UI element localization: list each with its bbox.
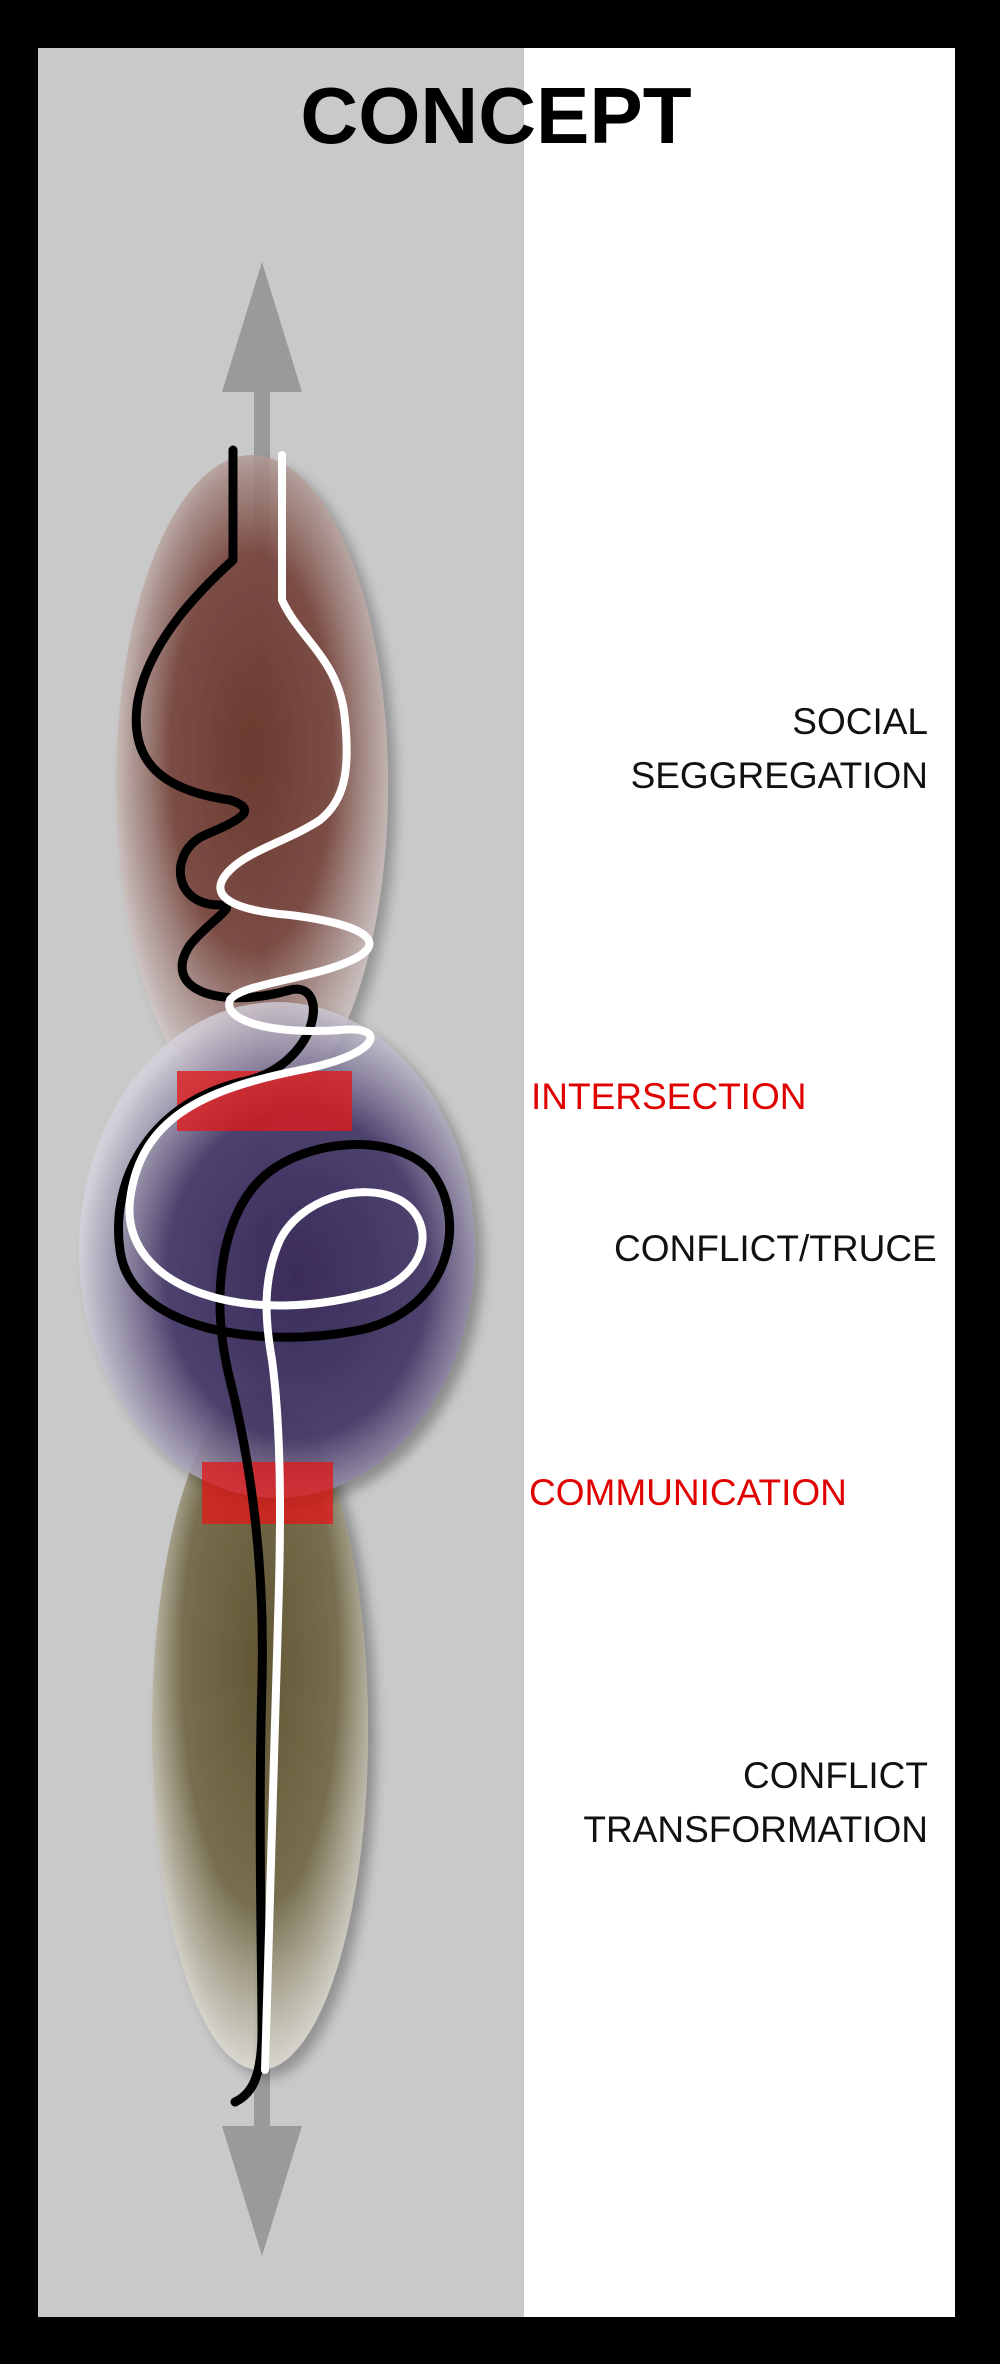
arrow-up-icon: [222, 262, 302, 392]
label-conflict-transformation: CONFLICT TRANSFORMATION: [583, 1749, 928, 1857]
label-conflict-transformation-line2: TRANSFORMATION: [583, 1809, 928, 1850]
label-social-segregation-line1: SOCIAL: [792, 701, 928, 742]
label-social-segregation-line2: SEGGREGATION: [630, 755, 928, 796]
label-social-segregation: SOCIAL SEGGREGATION: [631, 695, 928, 803]
page-title: CONCEPT: [300, 71, 692, 160]
arrow-down-icon: [222, 2126, 302, 2256]
black-path: [114, 445, 455, 2107]
label-intersection: INTERSECTION: [531, 1076, 807, 1117]
label-conflict-truce: CONFLICT/TRUCE: [614, 1228, 937, 1269]
white-path: [125, 451, 427, 2074]
label-communication: COMMUNICATION: [529, 1472, 847, 1513]
label-conflict-transformation-line1: CONFLICT: [743, 1755, 928, 1796]
communication-box: [202, 1462, 333, 1524]
